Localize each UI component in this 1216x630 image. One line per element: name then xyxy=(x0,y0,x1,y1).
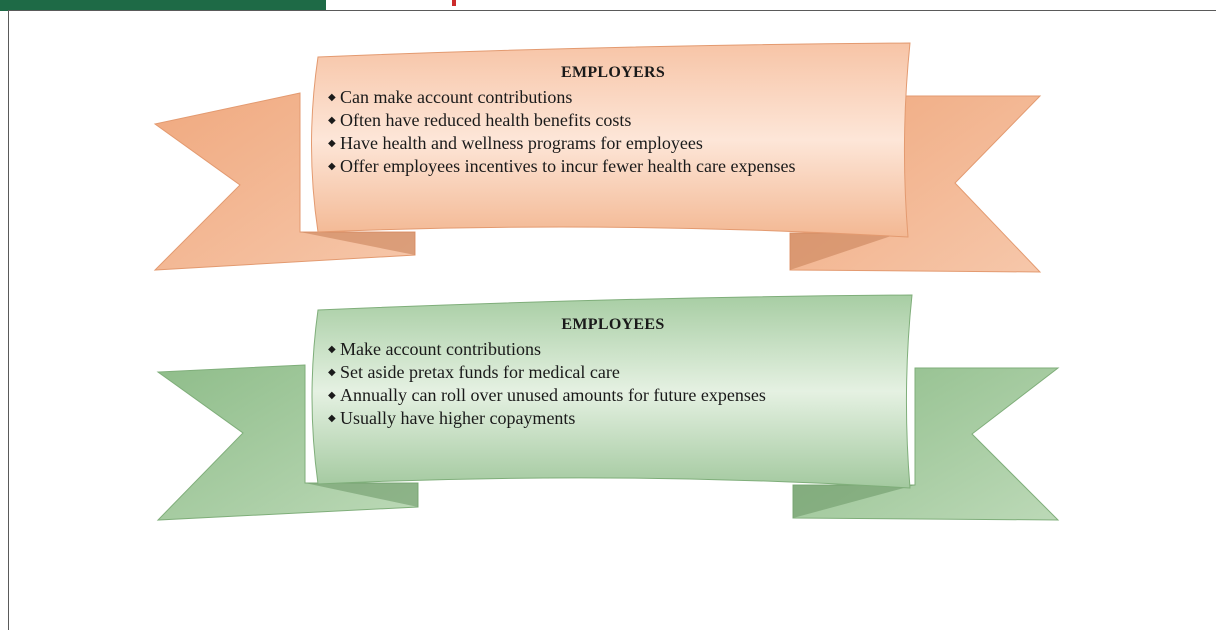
employees-card: EMPLOYEES ◆Make account contributions ◆S… xyxy=(328,316,898,430)
employers-ribbon xyxy=(153,42,1060,521)
bullet-icon: ◆ xyxy=(328,92,336,103)
employees-title: EMPLOYEES xyxy=(561,316,665,333)
bullet-icon: ◆ xyxy=(328,138,336,149)
bullet-icon: ◆ xyxy=(328,161,336,172)
list-item: ◆Make account contributions xyxy=(328,339,541,359)
list-item: ◆Can make account contributions xyxy=(328,87,573,107)
employees-banner xyxy=(311,294,913,489)
bullet-icon: ◆ xyxy=(328,344,336,355)
employers-card: EMPLOYERS ◆Can make account contribution… xyxy=(328,64,898,178)
employers-banner xyxy=(311,42,911,238)
list-item: ◆Often have reduced health benefits cost… xyxy=(328,110,632,130)
employees-list: ◆Make account contributions ◆Set aside p… xyxy=(328,338,898,430)
list-item: ◆Have health and wellness programs for e… xyxy=(328,133,703,153)
header-bar xyxy=(0,0,326,11)
bullet-icon: ◆ xyxy=(328,390,336,401)
bullet-icon: ◆ xyxy=(328,413,336,424)
bullet-icon: ◆ xyxy=(328,367,336,378)
bullet-icon: ◆ xyxy=(328,115,336,126)
list-item: ◆Set aside pretax funds for medical care xyxy=(328,362,620,382)
employers-title: EMPLOYERS xyxy=(560,64,666,81)
employers-list: ◆Can make account contributions ◆Often h… xyxy=(328,86,898,178)
list-item: ◆Offer employees incentives to incur few… xyxy=(328,156,796,176)
figure-frame xyxy=(8,10,1216,630)
list-item: ◆Annually can roll over unused amounts f… xyxy=(328,385,766,405)
header-accent xyxy=(452,0,456,6)
list-item: ◆Usually have higher copayments xyxy=(328,408,576,428)
